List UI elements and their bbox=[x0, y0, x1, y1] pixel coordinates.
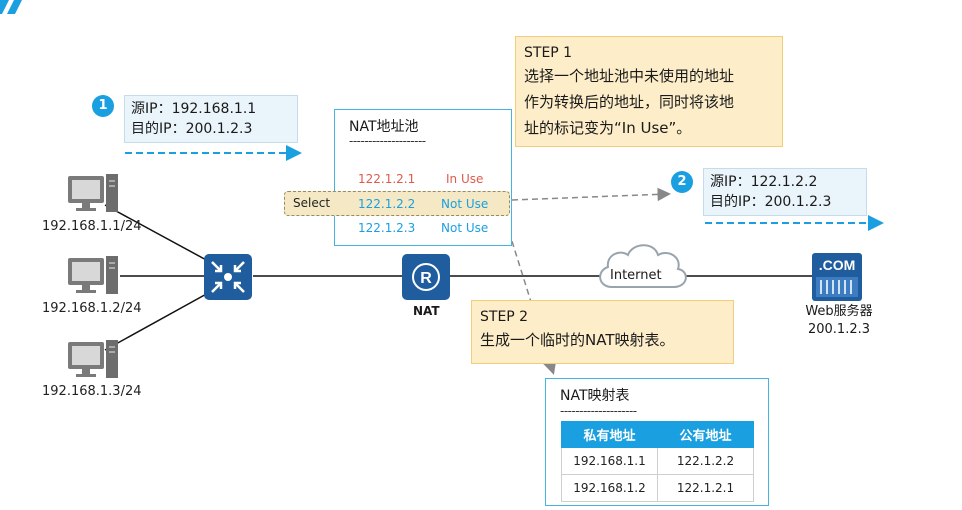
link-host3-switch bbox=[104, 291, 211, 351]
packet1-src: 源IP：192.168.1.1 bbox=[131, 101, 257, 117]
step1-line3: 址的标记变为“In Use”。 bbox=[524, 119, 692, 137]
packet2-dst: 目的IP：200.1.2.3 bbox=[710, 194, 832, 210]
header-private: 私有地址 bbox=[561, 421, 658, 448]
step1-line2: 作为转换后的地址，同时将该地 bbox=[524, 93, 735, 111]
pc-icon bbox=[68, 256, 118, 294]
nat-map-title: NAT映射表 bbox=[560, 388, 630, 404]
pool-addr-2: 122.1.2.2 bbox=[358, 197, 416, 211]
nat-pool-title: NAT地址池 bbox=[349, 119, 419, 135]
step2-box: STEP 2 生成一个临时的NAT映射表。 bbox=[471, 300, 734, 364]
nat-map-separator: -------------------- bbox=[560, 404, 637, 418]
nat-pool-separator: -------------------- bbox=[349, 134, 426, 148]
nat-map: NAT映射表 -------------------- 私有地址 公有地址 19… bbox=[545, 378, 769, 506]
server-label: Web服务器 200.1.2.3 bbox=[796, 303, 882, 339]
public-addr: 122.1.2.2 bbox=[657, 447, 754, 475]
server-ip: 200.1.2.3 bbox=[807, 322, 871, 337]
table-header-row: 私有地址 公有地址 bbox=[561, 421, 754, 448]
table-row: 192.168.1.1 122.1.2.2 bbox=[561, 447, 754, 475]
packet2-info: 源IP：122.1.2.2 目的IP：200.1.2.3 bbox=[703, 168, 867, 216]
select-row: Select bbox=[284, 191, 510, 216]
link-host1-switch bbox=[104, 204, 211, 263]
host2-ip: 192.168.1.2/24 bbox=[42, 301, 142, 316]
pool-addr-3: 122.1.2.3 bbox=[358, 221, 416, 235]
pool-status-1: In Use bbox=[446, 172, 484, 186]
pool-status-2: Not Use bbox=[441, 197, 489, 211]
pc-icon bbox=[68, 174, 118, 212]
cloud-icon bbox=[599, 244, 687, 288]
host1-ip: 192.168.1.1/24 bbox=[42, 219, 142, 234]
router-label: NAT bbox=[413, 304, 440, 318]
nat-map-table: 私有地址 公有地址 192.168.1.1 122.1.2.2 192.168.… bbox=[561, 421, 754, 502]
private-addr: 192.168.1.1 bbox=[561, 447, 658, 475]
pc-icon bbox=[68, 340, 118, 378]
pool-addr-1: 122.1.2.1 bbox=[358, 172, 416, 186]
public-addr: 122.1.2.1 bbox=[657, 474, 754, 502]
server-name: Web服务器 bbox=[805, 304, 873, 319]
header-public: 公有地址 bbox=[657, 421, 754, 448]
internet-label: Internet bbox=[610, 268, 662, 283]
router-icon: R bbox=[402, 254, 450, 300]
select-label: Select bbox=[293, 196, 331, 210]
select-arrow bbox=[511, 187, 671, 202]
step-badge-1: 1 bbox=[92, 95, 114, 117]
server-icon: .COM bbox=[812, 253, 862, 301]
step1-box: STEP 1 选择一个地址池中未使用的地址 作为转换后的地址，同时将该地 址的标… bbox=[515, 36, 783, 147]
host3-ip: 192.168.1.3/24 bbox=[42, 384, 142, 399]
table-row: 192.168.1.2 122.1.2.1 bbox=[561, 474, 754, 502]
step-badge-2: 2 bbox=[671, 171, 693, 193]
packet2-src: 源IP：122.1.2.2 bbox=[710, 174, 818, 190]
packet1-dst: 目的IP：200.1.2.3 bbox=[131, 121, 253, 137]
step2-line1: 生成一个临时的NAT映射表。 bbox=[480, 331, 675, 349]
switch-icon bbox=[204, 254, 252, 300]
svg-text:.COM: .COM bbox=[819, 257, 856, 273]
nat-pool: NAT地址池 -------------------- bbox=[334, 109, 512, 246]
private-addr: 192.168.1.2 bbox=[561, 474, 658, 502]
svg-text:R: R bbox=[420, 270, 432, 287]
packet1-info: 源IP：192.168.1.1 目的IP：200.1.2.3 bbox=[124, 95, 298, 143]
step1-title: STEP 1 bbox=[524, 45, 573, 61]
header-decoration bbox=[0, 0, 22, 14]
step1-line1: 选择一个地址池中未使用的地址 bbox=[524, 67, 735, 85]
step2-title: STEP 2 bbox=[480, 309, 529, 325]
pool-status-3: Not Use bbox=[441, 221, 489, 235]
